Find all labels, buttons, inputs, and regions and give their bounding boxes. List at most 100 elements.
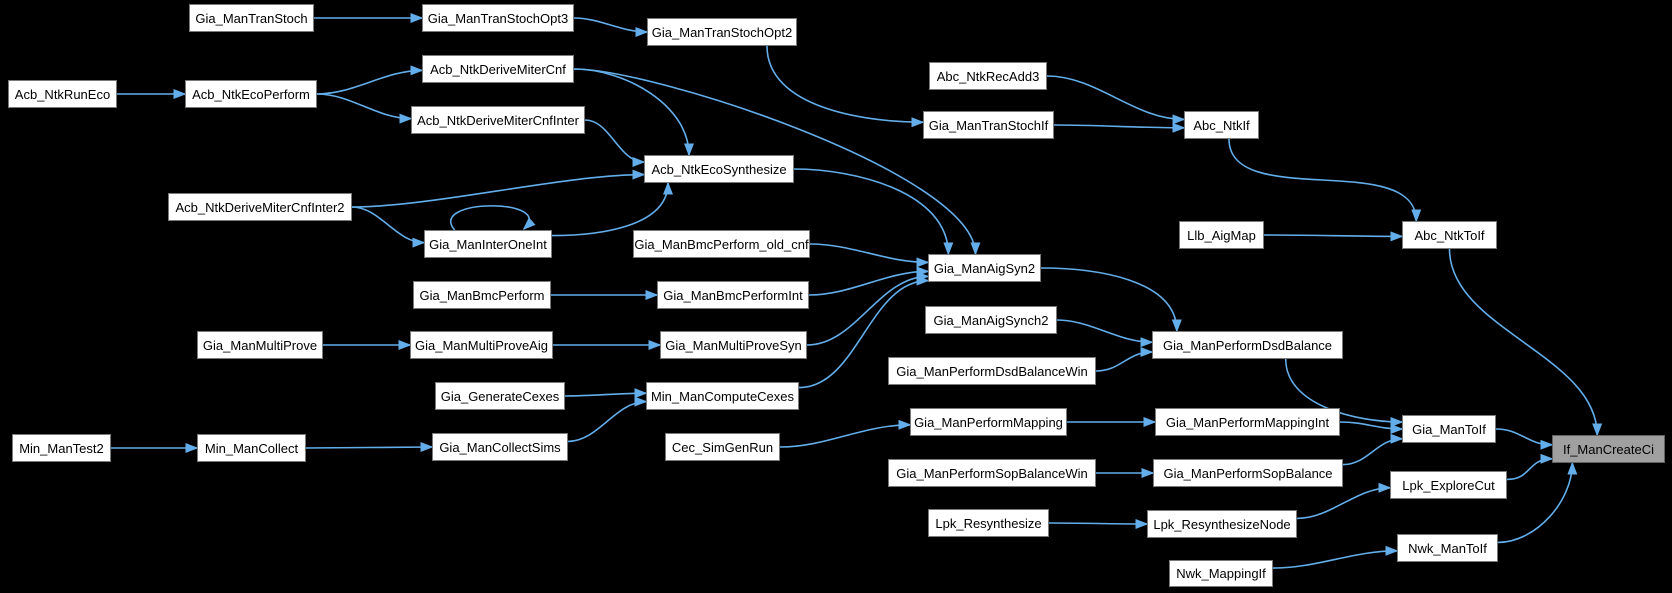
node-Gia_ManToIf[interactable]: Gia_ManToIf	[1402, 415, 1496, 443]
node-label: Llb_AigMap	[1187, 227, 1256, 243]
edge-Gia_ManMultiProveSyn-to-Gia_ManAigSyn2	[806, 271, 930, 346]
edge-Gia_ManTranStochIf-to-Abc_NtkIf	[1053, 122, 1186, 133]
node-Abc_NtkRecAdd3[interactable]: Abc_NtkRecAdd3	[929, 62, 1047, 90]
node-label: Gia_ManPerformSopBalanceWin	[896, 465, 1088, 481]
node-label: Gia_ManPerformSopBalance	[1163, 465, 1333, 481]
node-Gia_ManMultiProveAig[interactable]: Gia_ManMultiProveAig	[410, 331, 553, 359]
node-Gia_ManMultiProveSyn[interactable]: Gia_ManMultiProveSyn	[660, 331, 807, 359]
node-If_ManCreateCi: If_ManCreateCi	[1552, 435, 1665, 463]
node-Nwk_MappingIf[interactable]: Nwk_MappingIf	[1169, 560, 1273, 587]
node-Gia_ManPerformSopBalance[interactable]: Gia_ManPerformSopBalance	[1153, 459, 1343, 487]
edge-Lpk_ExploreCut-to-If_ManCreateCi	[1506, 453, 1554, 481]
node-label: Nwk_MappingIf	[1176, 566, 1266, 581]
node-Gia_ManPerformDsdBalance[interactable]: Gia_ManPerformDsdBalance	[1152, 331, 1343, 359]
node-Gia_ManTranStochIf[interactable]: Gia_ManTranStochIf	[923, 111, 1054, 139]
node-Gia_ManCollectSims[interactable]: Gia_ManCollectSims	[432, 433, 568, 461]
node-label: Gia_ManToIf	[1412, 421, 1486, 437]
node-Acb_NtkEcoSynthesize[interactable]: Acb_NtkEcoSynthesize	[644, 155, 794, 183]
node-Gia_ManBmcPerform_old_cnf[interactable]: Gia_ManBmcPerform_old_cnf	[633, 230, 810, 258]
edge-Gia_ManAigSynch2-to-Gia_ManPerformDsdBalance	[1056, 319, 1154, 348]
node-Gia_ManBmcPerform[interactable]: Gia_ManBmcPerform	[413, 281, 551, 309]
node-label: Gia_ManTranStochIf	[928, 117, 1049, 133]
node-label: Acb_NtkEcoPerform	[192, 86, 310, 102]
node-label: Gia_ManTranStoch	[195, 10, 308, 26]
edge-Gia_ManInterOneInt-to-Acb_NtkEcoSynthesize	[551, 181, 673, 237]
node-Acb_NtkEcoPerform[interactable]: Acb_NtkEcoPerform	[185, 80, 317, 108]
edge-Acb_NtkDeriveMiterCnfInter2-to-Acb_NtkEcoSynthesize	[351, 169, 646, 208]
node-Gia_ManMultiProve[interactable]: Gia_ManMultiProve	[197, 331, 323, 359]
node-Gia_ManTranStochOpt2[interactable]: Gia_ManTranStochOpt2	[647, 18, 797, 46]
edge-Lpk_Resynthesize-to-Lpk_ResynthesizeNode	[1048, 518, 1149, 529]
node-Gia_ManTranStoch[interactable]: Gia_ManTranStoch	[189, 4, 314, 32]
edge-Gia_ManTranStochOpt2-to-Gia_ManTranStochIf	[766, 45, 925, 128]
node-Acb_NtkDeriveMiterCnf[interactable]: Acb_NtkDeriveMiterCnf	[422, 55, 574, 83]
node-label: Acb_NtkDeriveMiterCnf	[430, 61, 566, 77]
node-Abc_NtkToIf[interactable]: Abc_NtkToIf	[1402, 221, 1497, 249]
edge-Llb_AigMap-to-Abc_NtkToIf	[1263, 231, 1404, 242]
node-label: Acb_NtkEcoSynthesize	[651, 161, 787, 177]
edge-Nwk_MappingIf-to-Nwk_ManToIf	[1272, 545, 1399, 569]
node-Lpk_ExploreCut[interactable]: Lpk_ExploreCut	[1390, 471, 1507, 499]
node-Gia_ManAigSynch2[interactable]: Gia_ManAigSynch2	[925, 306, 1057, 334]
node-Gia_ManPerformMapping[interactable]: Gia_ManPerformMapping	[910, 408, 1067, 436]
edge-Min_ManComputeCexes-to-Gia_ManAigSyn2	[798, 275, 930, 389]
node-Min_ManTest2[interactable]: Min_ManTest2	[12, 434, 111, 462]
edge-Acb_NtkEcoSynthesize-to-Gia_ManAigSyn2	[793, 168, 954, 256]
node-Gia_GenerateCexes[interactable]: Gia_GenerateCexes	[435, 382, 565, 410]
node-label: Abc_NtkRecAdd3	[936, 68, 1040, 84]
node-Gia_ManInterOneInt[interactable]: Gia_ManInterOneInt	[424, 230, 552, 258]
edge-Gia_ManPerformDsdBalanceWin-to-Gia_ManPerformDsdBalance	[1095, 347, 1154, 372]
node-label: If_ManCreateCi	[1562, 441, 1655, 457]
node-Gia_ManBmcPerformInt[interactable]: Gia_ManBmcPerformInt	[657, 281, 809, 309]
node-Min_ManComputeCexes[interactable]: Min_ManComputeCexes	[646, 382, 799, 410]
node-Acb_NtkDeriveMiterCnfInter[interactable]: Acb_NtkDeriveMiterCnfInter	[411, 106, 585, 134]
node-label: Gia_ManPerformDsdBalanceWin	[896, 363, 1088, 379]
node-label: Nwk_ManToIf	[1408, 540, 1487, 556]
node-label: Abc_NtkToIf	[1414, 227, 1485, 243]
node-label: Min_ManComputeCexes	[650, 388, 795, 404]
node-label: Lpk_Resynthesize	[935, 515, 1042, 531]
node-label: Gia_ManInterOneInt	[429, 236, 547, 252]
edge-Gia_ManPerformMappingInt-to-Gia_ManToIf	[1339, 421, 1404, 434]
node-label: Gia_ManAigSyn2	[933, 260, 1036, 276]
node-label: Gia_GenerateCexes	[440, 388, 560, 404]
node-Acb_NtkRunEco[interactable]: Acb_NtkRunEco	[8, 80, 117, 108]
node-Lpk_Resynthesize[interactable]: Lpk_Resynthesize	[928, 509, 1049, 537]
edge-Abc_NtkRecAdd3-to-Abc_NtkIf	[1046, 75, 1186, 125]
edge-Abc_NtkToIf-to-If_ManCreateCi	[1448, 248, 1603, 437]
node-Min_ManCollect[interactable]: Min_ManCollect	[197, 434, 306, 462]
edge-Gia_ManInterOneInt-to-Gia_ManInterOneInt	[450, 205, 536, 231]
node-label: Acb_NtkDeriveMiterCnfInter2	[175, 199, 345, 215]
node-Gia_ManPerformDsdBalanceWin[interactable]: Gia_ManPerformDsdBalanceWin	[888, 357, 1096, 385]
edge-Gia_ManPerformSopBalance-to-Gia_ManToIf	[1342, 433, 1404, 466]
node-label: Lpk_ResynthesizeNode	[1153, 516, 1291, 532]
node-label: Gia_ManTranStochOpt2	[651, 24, 793, 40]
node-Gia_ManAigSyn2[interactable]: Gia_ManAigSyn2	[928, 254, 1041, 282]
node-Abc_NtkIf[interactable]: Abc_NtkIf	[1184, 111, 1259, 139]
node-label: Lpk_ExploreCut	[1402, 477, 1495, 493]
node-label: Cec_SimGenRun	[671, 439, 774, 455]
edge-Gia_ManTranStochOpt3-to-Gia_ManTranStochOpt2	[573, 17, 649, 37]
node-label: Gia_ManCollectSims	[439, 439, 561, 455]
node-Gia_ManPerformMappingInt[interactable]: Gia_ManPerformMappingInt	[1155, 408, 1340, 436]
node-label: Gia_ManMultiProveAig	[415, 337, 548, 353]
edge-Lpk_ResynthesizeNode-to-Lpk_ExploreCut	[1296, 482, 1392, 520]
edge-Acb_NtkDeriveMiterCnf-to-Gia_ManAigSyn2	[573, 68, 981, 256]
node-Cec_SimGenRun[interactable]: Cec_SimGenRun	[665, 433, 780, 461]
node-Gia_ManPerformSopBalanceWin[interactable]: Gia_ManPerformSopBalanceWin	[888, 459, 1096, 487]
node-Acb_NtkDeriveMiterCnfInter2[interactable]: Acb_NtkDeriveMiterCnfInter2	[168, 193, 352, 221]
node-Nwk_ManToIf[interactable]: Nwk_ManToIf	[1397, 534, 1498, 562]
edge-Gia_ManBmcPerform_old_cnf-to-Gia_ManAigSyn2	[809, 243, 930, 268]
edge-Gia_ManAigSyn2-to-Gia_ManPerformDsdBalance	[1040, 267, 1182, 333]
node-label: Gia_ManPerformMapping	[914, 414, 1063, 430]
node-label: Gia_ManPerformDsdBalance	[1162, 337, 1333, 353]
node-Llb_AigMap[interactable]: Llb_AigMap	[1179, 221, 1264, 249]
node-Lpk_ResynthesizeNode[interactable]: Lpk_ResynthesizeNode	[1147, 510, 1297, 538]
node-Gia_ManTranStochOpt3[interactable]: Gia_ManTranStochOpt3	[422, 4, 574, 32]
edge-Gia_ManCollectSims-to-Min_ManComputeCexes	[567, 396, 648, 443]
node-label: Gia_ManAigSynch2	[933, 312, 1049, 328]
edge-Gia_ManPerformDsdBalance-to-Gia_ManToIf	[1284, 358, 1404, 427]
edge-Acb_NtkDeriveMiterCnf-to-Acb_NtkEcoSynthesize	[573, 68, 694, 157]
node-label: Abc_NtkIf	[1193, 117, 1250, 133]
